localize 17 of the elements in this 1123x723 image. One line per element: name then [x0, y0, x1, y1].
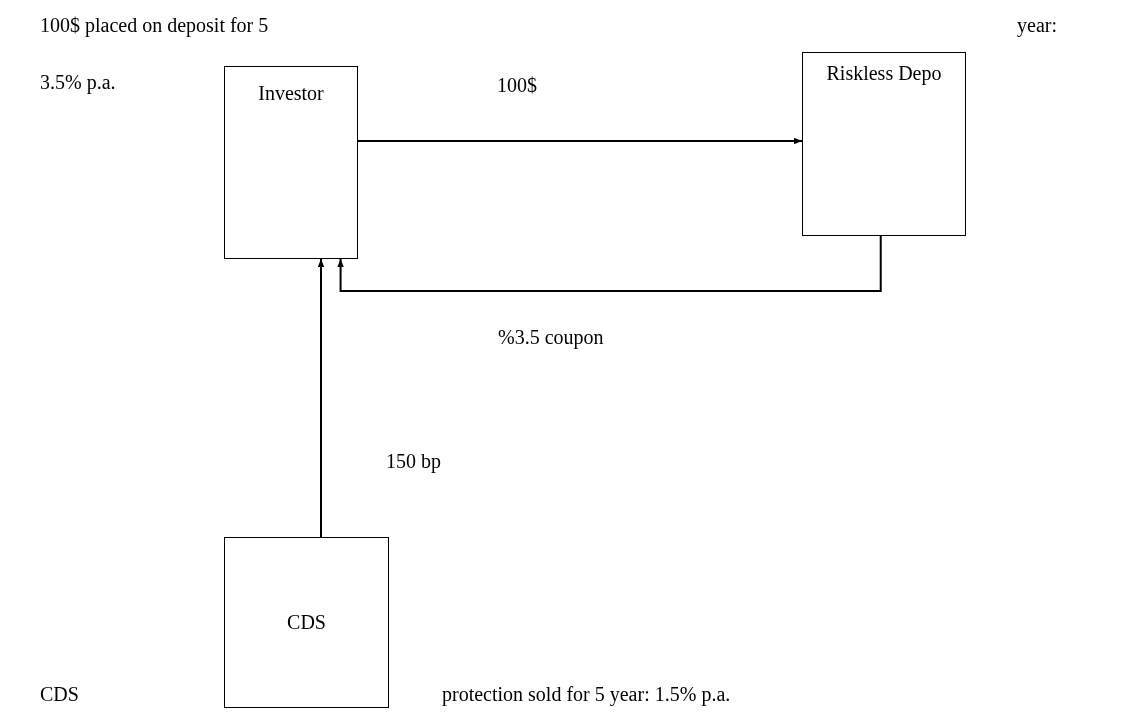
arrow: [317, 258, 325, 538]
edge-label: 100$: [497, 74, 537, 97]
note-text: CDS: [40, 683, 79, 706]
node-label: CDS: [287, 610, 326, 635]
node-label: Riskless Depo: [826, 61, 942, 86]
note-text: 100$ placed on deposit for 5: [40, 14, 269, 37]
note-text: protection sold for 5 year: 1.5% p.a.: [442, 683, 731, 706]
node-label: Investor: [258, 81, 324, 106]
process-box: [802, 52, 966, 236]
edge-label: %3.5 coupon: [498, 326, 604, 349]
edge-label: 150 bp: [386, 450, 441, 473]
note-text: year:: [1017, 14, 1057, 37]
arrow: [337, 235, 882, 292]
arrow: [357, 137, 803, 145]
process-box: [224, 66, 358, 259]
process-box: [224, 537, 389, 708]
note-text: 3.5% p.a.: [40, 71, 116, 94]
